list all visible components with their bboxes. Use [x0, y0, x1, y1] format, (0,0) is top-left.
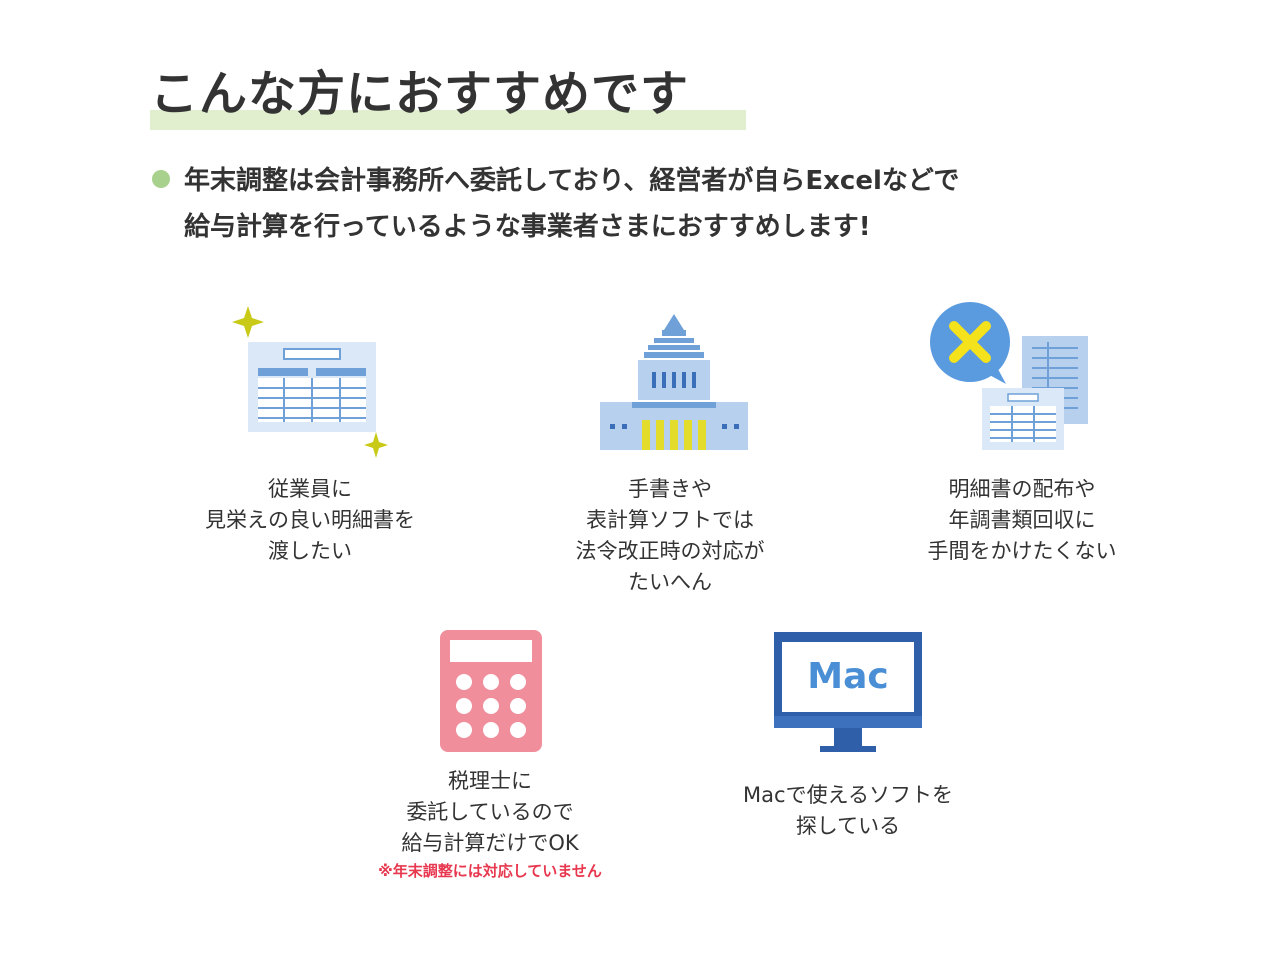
caption-line: 明細書の配布や [948, 477, 1096, 501]
recommend-item-payslip: 従業員に 見栄えの良い明細書を 渡したい [150, 296, 470, 576]
lead-line-1: 年末調整は会計事務所へ委託しており、経営者が自らExcelなどで [184, 166, 960, 196]
caption-line: 従業員に [268, 477, 352, 501]
recommend-item-payroll-only: 税理士に 委託しているので 給与計算だけでOK ※年末調整には対応していません [330, 628, 650, 888]
lead-text: 年末調整は会計事務所へ委託しており、経営者が自らExcelなどで 給与計算を行っ… [184, 158, 959, 250]
caption-line: Macで使えるソフトを [743, 783, 953, 807]
mac-monitor-icon: Mac [774, 632, 922, 752]
bullet-dot-icon [152, 170, 170, 188]
caption-line: 委託しているので [406, 800, 574, 824]
recommend-item-law-change: 手書きや 表計算ソフトでは 法令改正時の対応が たいへん [510, 310, 830, 600]
caption-line: 年調書類回収に [948, 508, 1096, 532]
title-highlight [150, 110, 746, 130]
lead-line-2: 給与計算を行っているような事業者さまにおすすめします! [184, 212, 871, 242]
item-caption: 従業員に 見栄えの良い明細書を 渡したい [150, 474, 470, 567]
caption-line: 手書きや [628, 477, 712, 501]
page-title: こんな方におすすめです [150, 66, 690, 122]
caption-line: 法令改正時の対応が [575, 539, 765, 563]
caption-line: 税理士に [448, 769, 532, 793]
caption-line: 渡したい [268, 539, 352, 563]
government-building-icon [600, 314, 748, 450]
caption-line: 探している [795, 814, 901, 838]
payslip-sparkle-icon [232, 306, 388, 458]
caption-line: たいへん [628, 570, 712, 594]
section-title: こんな方におすすめです [150, 58, 746, 130]
calculator-icon [440, 630, 542, 752]
caption-line: 給与計算だけでOK [401, 831, 579, 855]
recommend-item-mac: Mac Macで使えるソフトを 探している [688, 630, 1008, 850]
recommend-item-distribution: 明細書の配布や 年調書類回収に 手間をかけたくない [862, 296, 1182, 586]
mac-screen-label: Mac [807, 656, 888, 697]
caption-line: 表計算ソフトでは [586, 508, 754, 532]
no-documents-icon [930, 302, 1088, 450]
item-caption: 税理士に 委託しているので 給与計算だけでOK [330, 766, 650, 859]
caption-line: 見栄えの良い明細書を [205, 508, 415, 532]
item-caption: 明細書の配布や 年調書類回収に 手間をかけたくない [862, 474, 1182, 567]
caption-line: 手間をかけたくない [927, 539, 1117, 563]
item-caption: 手書きや 表計算ソフトでは 法令改正時の対応が たいへん [510, 474, 830, 598]
item-caption: Macで使えるソフトを 探している [688, 780, 1008, 842]
year-end-note: ※年末調整には対応していません [378, 862, 602, 880]
